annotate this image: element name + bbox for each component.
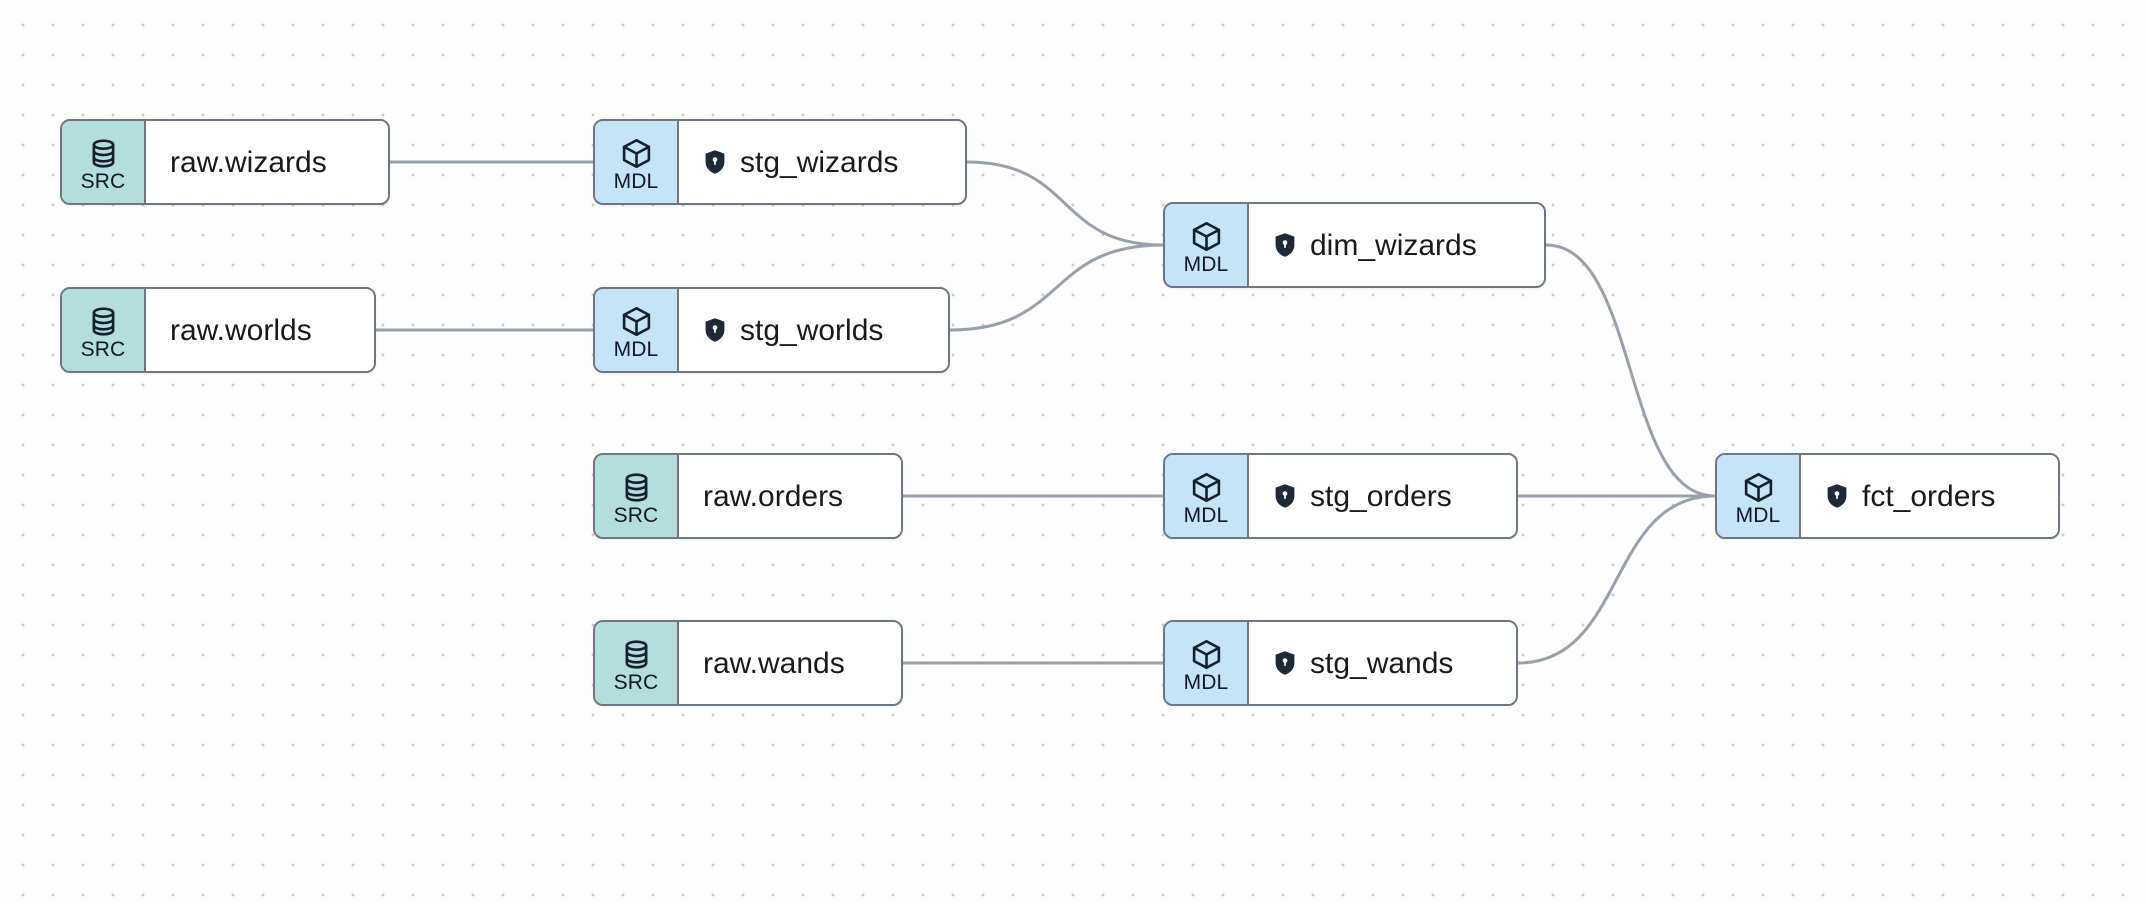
node-label: stg_wands — [1310, 646, 1454, 680]
cube-icon — [620, 137, 653, 170]
lineage-node-fct_orders[interactable]: MDL fct_orders — [1715, 453, 2060, 539]
node-type-badge: SRC — [595, 455, 679, 537]
shield-lock-icon — [1825, 483, 1849, 509]
node-label: raw.wands — [703, 646, 845, 680]
node-type-badge: SRC — [595, 622, 679, 704]
node-body: stg_worlds — [679, 289, 948, 371]
node-type-badge: MDL — [1165, 455, 1249, 537]
cube-icon — [1190, 638, 1223, 671]
node-type-badge: MDL — [1717, 455, 1801, 537]
node-label: raw.orders — [703, 479, 844, 513]
node-type-label: MDL — [613, 169, 659, 193]
lineage-node-stg_wands[interactable]: MDL stg_wands — [1163, 620, 1518, 706]
cube-icon — [1190, 220, 1223, 253]
node-label: stg_orders — [1310, 479, 1452, 513]
node-type-label: SRC — [80, 169, 126, 193]
lineage-node-stg_wizards[interactable]: MDL stg_wizards — [593, 119, 967, 205]
node-body: stg_wands — [1249, 622, 1516, 704]
shield-lock-icon — [1273, 232, 1297, 258]
node-type-label: SRC — [613, 670, 659, 694]
node-body: stg_wizards — [679, 121, 965, 203]
edge-stg_wands-to-fct_orders — [1516, 494, 1717, 665]
shield-lock-icon — [1273, 483, 1297, 509]
cube-icon — [1742, 471, 1775, 504]
node-label: fct_orders — [1862, 479, 1996, 513]
lineage-node-stg_orders[interactable]: MDL stg_orders — [1163, 453, 1518, 539]
node-body: raw.orders — [679, 455, 901, 537]
lineage-node-raw_wizards[interactable]: SRC raw.wizards — [60, 119, 390, 205]
lineage-node-dim_wizards[interactable]: MDL dim_wizards — [1163, 202, 1546, 288]
edge-dim_wizards-to-fct_orders — [1544, 243, 1717, 498]
node-label: dim_wizards — [1310, 228, 1477, 262]
node-type-badge: MDL — [1165, 204, 1249, 286]
node-label: raw.worlds — [170, 313, 312, 347]
node-body: stg_orders — [1249, 455, 1516, 537]
shield-lock-icon — [1273, 650, 1297, 676]
lineage-node-raw_wands[interactable]: SRC raw.wands — [593, 620, 903, 706]
node-type-badge: MDL — [595, 121, 679, 203]
node-type-badge: SRC — [62, 289, 146, 371]
database-icon — [87, 305, 120, 338]
lineage-node-raw_worlds[interactable]: SRC raw.worlds — [60, 287, 376, 373]
node-body: fct_orders — [1801, 455, 2058, 537]
cube-icon — [1190, 471, 1223, 504]
edge-stg_wizards-to-dim_wizards — [965, 160, 1165, 247]
cube-icon — [620, 305, 653, 338]
shield-lock-icon — [703, 149, 727, 175]
node-type-badge: MDL — [595, 289, 679, 371]
lineage-node-stg_worlds[interactable]: MDL stg_worlds — [593, 287, 950, 373]
node-type-badge: MDL — [1165, 622, 1249, 704]
shield-lock-icon — [703, 317, 727, 343]
node-type-label: MDL — [613, 337, 659, 361]
node-body: raw.worlds — [146, 289, 374, 371]
node-type-label: MDL — [1183, 670, 1229, 694]
node-type-label: MDL — [1735, 503, 1781, 527]
lineage-node-raw_orders[interactable]: SRC raw.orders — [593, 453, 903, 539]
node-type-label: MDL — [1183, 503, 1229, 527]
node-type-label: SRC — [613, 503, 659, 527]
node-body: raw.wizards — [146, 121, 388, 203]
database-icon — [620, 471, 653, 504]
edge-stg_worlds-to-dim_wizards — [948, 243, 1165, 332]
database-icon — [620, 638, 653, 671]
node-body: dim_wizards — [1249, 204, 1544, 286]
node-body: raw.wands — [679, 622, 901, 704]
node-type-badge: SRC — [62, 121, 146, 203]
node-type-label: SRC — [80, 337, 126, 361]
node-label: stg_worlds — [740, 313, 884, 347]
database-icon — [87, 137, 120, 170]
node-label: stg_wizards — [740, 145, 899, 179]
node-type-label: MDL — [1183, 252, 1229, 276]
node-label: raw.wizards — [170, 145, 327, 179]
